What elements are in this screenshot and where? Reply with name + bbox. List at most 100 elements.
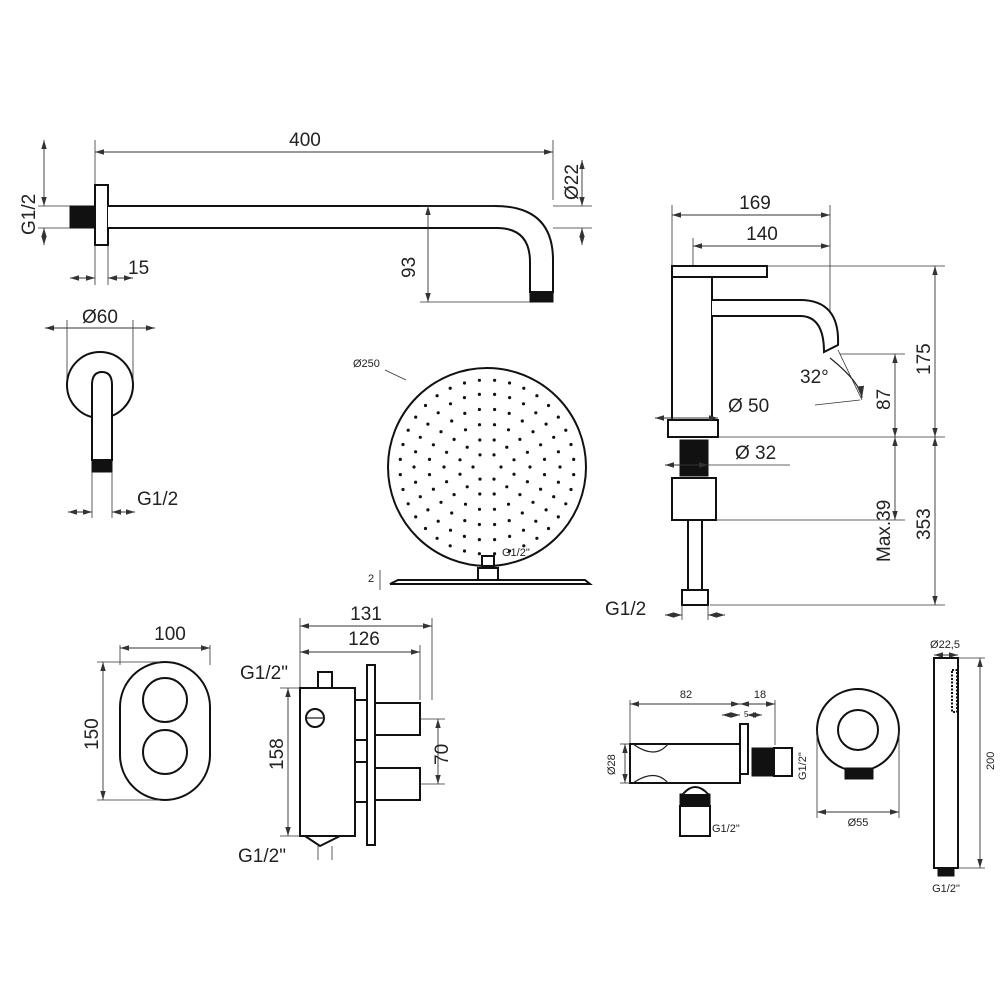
nozzle-dot	[544, 422, 548, 426]
head-thickness-label: 2	[368, 573, 374, 585]
nozzle-dot	[552, 435, 556, 439]
nozzle-dot	[442, 465, 446, 469]
shower-head: Ø250 2 G1/2"	[353, 358, 593, 590]
nozzle-dot	[465, 485, 469, 489]
nozzle-dot	[492, 438, 496, 442]
nozzle-dot	[478, 453, 482, 457]
nozzle-dot	[546, 403, 551, 408]
nozzle-dot	[539, 443, 543, 447]
hand-shower: Ø22,5 200 G1/2"	[930, 639, 997, 895]
nozzle-dot	[531, 430, 535, 434]
nozzle-dot	[477, 538, 481, 542]
nozzle-dot	[477, 522, 481, 527]
nozzle-dot	[556, 515, 560, 519]
rosette-diameter-label: Ø55	[848, 817, 869, 829]
nozzle-dot	[463, 428, 468, 432]
nozzle-dot	[572, 473, 576, 477]
nozzle-dot	[544, 508, 548, 512]
nozzle-dot	[542, 473, 547, 477]
arm-thread	[69, 205, 96, 229]
nozzle-dot	[505, 445, 509, 449]
body-height-label: 158	[267, 738, 288, 770]
nozzle-dot	[462, 381, 467, 385]
nozzle-dot	[546, 526, 551, 531]
hand-shower-length-label: 200	[985, 752, 997, 770]
nozzle-dot	[450, 419, 454, 423]
nozzle-dot	[492, 477, 496, 481]
outlet-diameter-label: Ø28	[606, 754, 618, 775]
nozzle-dot	[414, 450, 418, 454]
nozzle-dot	[556, 450, 561, 454]
shower-nozzles	[398, 378, 576, 556]
outlet-plate-label: 5	[744, 710, 749, 719]
nozzle-dot	[525, 450, 530, 454]
hand-shower-thread-label: G1/2"	[932, 883, 960, 895]
nozzle-dot	[493, 552, 497, 556]
nozzle-dot	[448, 544, 452, 548]
nozzle-dot	[426, 508, 430, 512]
nozzle-dot	[512, 458, 516, 462]
nozzle-dot	[439, 430, 443, 434]
head-diameter-label: Ø250	[353, 358, 380, 370]
nozzle-dot	[556, 480, 561, 484]
nozzle-dot	[398, 473, 402, 477]
nozzle-dot	[414, 515, 418, 519]
nozzle-dot	[552, 495, 556, 499]
nozzle-dot	[426, 422, 430, 426]
total-length-label: 353	[914, 508, 935, 540]
outlet-side-thread-label: G1/2"	[797, 752, 809, 780]
nozzle-dot	[558, 465, 562, 469]
nozzle-dot	[477, 407, 481, 412]
nozzle-dot	[448, 402, 453, 406]
nozzle-dot	[493, 522, 497, 527]
nozzle-dot	[401, 442, 405, 447]
nozzle-dot	[435, 536, 439, 540]
nozzle-dot	[436, 411, 440, 415]
nozzle-dot	[493, 538, 497, 542]
nozzle-dot	[507, 519, 511, 523]
nozzle-dot	[477, 552, 481, 556]
nozzle-dot	[572, 457, 576, 461]
nozzle-dot	[445, 450, 449, 454]
mixer-width-label: 169	[739, 193, 771, 214]
thermostat-valve-body: 131 126 158 70 G1/2" G1/2"	[238, 604, 453, 867]
max-deck-label: Max.39	[874, 500, 895, 562]
nozzle-dot	[508, 534, 512, 539]
spout-angle-label: 32°	[800, 367, 829, 388]
nozzle-dot	[534, 411, 538, 415]
nozzle-dot	[492, 453, 496, 457]
wall-outlet: 82 18 5 Ø28 G1/2" G1/2" Ø55	[606, 688, 900, 837]
body-spacing-label: 70	[432, 744, 453, 765]
nozzle-dot	[465, 445, 469, 449]
nozzle-dot	[505, 485, 509, 489]
nozzle-dot	[542, 457, 547, 461]
nozzle-dot	[418, 495, 422, 499]
nozzle-dot	[528, 465, 532, 469]
nozzle-dot	[414, 480, 418, 484]
arm-wall-plate	[94, 184, 109, 246]
flange-depth-label: 15	[128, 258, 149, 279]
hand-shower-diameter-label: Ø22,5	[930, 639, 960, 651]
body-thread-bottom-label: G1/2"	[238, 846, 286, 867]
flange-thread-label: G1/2	[137, 489, 178, 510]
nozzle-dot	[522, 544, 526, 548]
nozzle-dot	[493, 378, 497, 382]
nozzle-dot	[508, 396, 512, 400]
nozzle-dot	[535, 536, 539, 540]
nozzle-dot	[478, 438, 482, 442]
nozzle-dot	[452, 493, 456, 497]
basin-mixer: 169 140 175 87 353 Max.39 32° Ø 50 Ø 32	[605, 193, 945, 620]
nozzle-dot	[520, 511, 524, 515]
nozzle-dot	[478, 477, 482, 481]
nozzle-dot	[445, 480, 449, 484]
shank-diameter-label: Ø 32	[735, 443, 776, 464]
nozzle-dot	[398, 457, 402, 461]
arm-length-label: 400	[289, 130, 321, 151]
outlet-bottom-thread-label: G1/2"	[712, 823, 740, 835]
nozzle-dot	[418, 435, 422, 439]
nozzle-dot	[462, 396, 466, 400]
nozzle-dot	[564, 428, 568, 432]
body-depth-min-label: 126	[348, 629, 380, 650]
nozzle-dot	[506, 428, 511, 432]
